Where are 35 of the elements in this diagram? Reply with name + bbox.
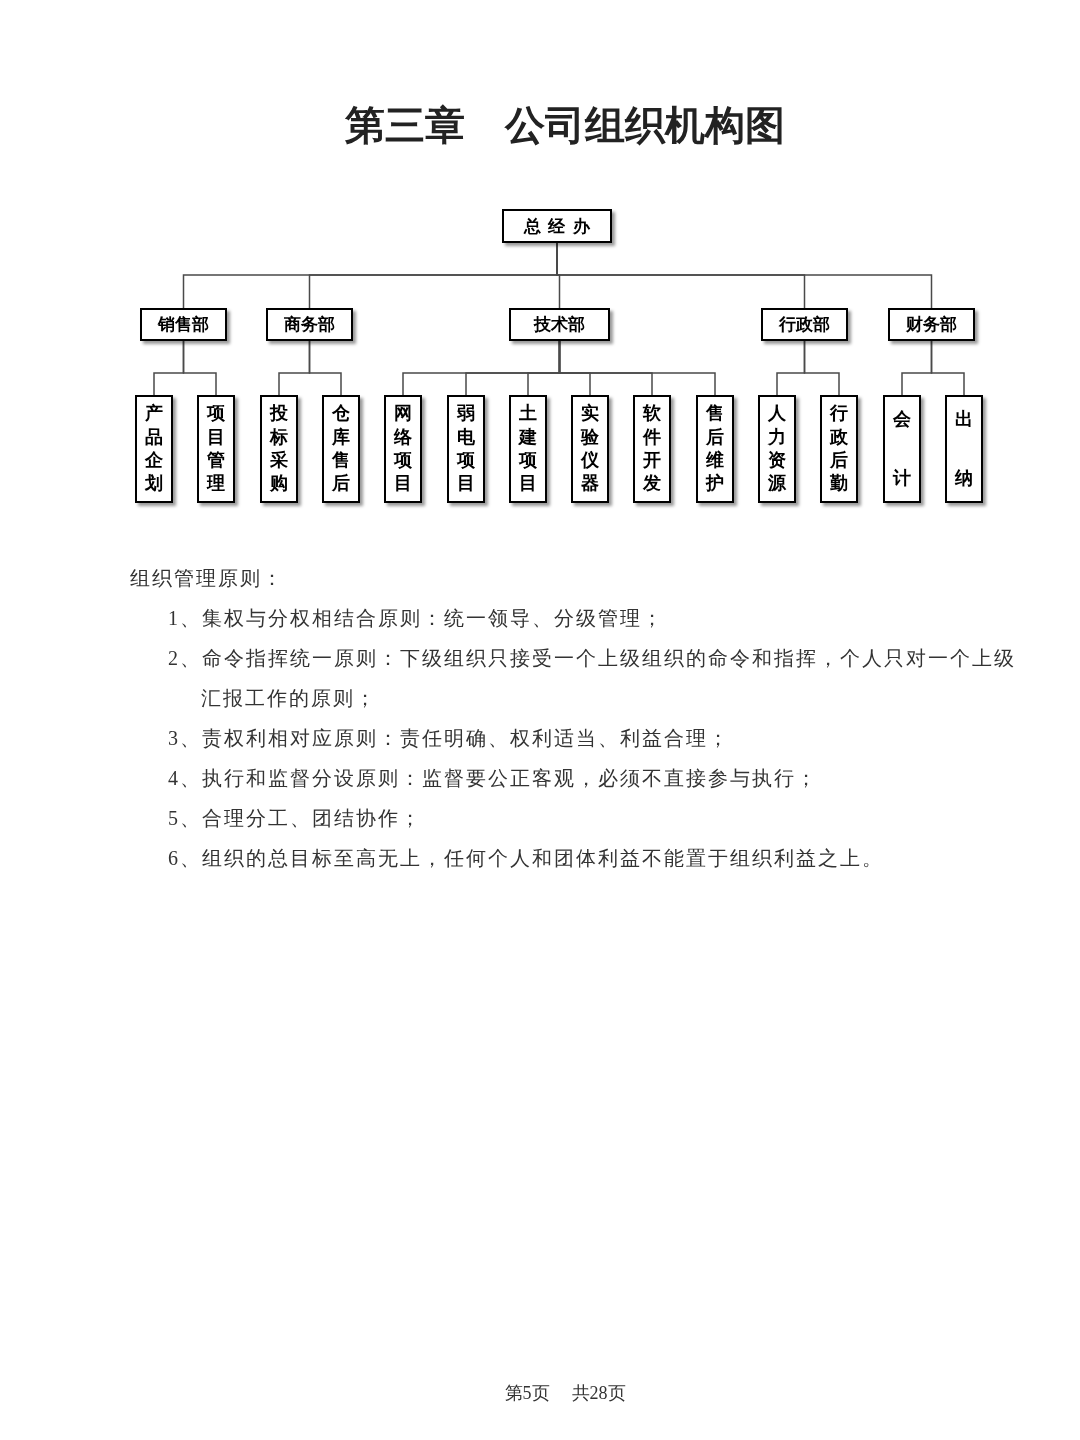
principle-item: 1、集权与分权相结合原则：统一领导、分级管理；	[168, 606, 665, 631]
page-number: 第5页	[504, 1382, 550, 1405]
connector-line	[930, 340, 965, 396]
unit-box: 人力资源	[758, 395, 796, 503]
unit-box: 项目管理	[197, 395, 235, 503]
unit-box: 网络项目	[384, 395, 422, 503]
principle-item: 2、命令指挥统一原则：下级组织只接受一个上级组织的命令和指挥，个人只对一个上级汇报工作的原则；	[168, 646, 1017, 711]
department-box: 行政部	[761, 308, 848, 341]
unit-box: 行政后勤	[820, 395, 858, 503]
department-box: 销售部	[140, 308, 227, 341]
department-box: 财务部	[888, 308, 975, 341]
unit-box: 会计	[883, 395, 921, 503]
principle-item: 4、执行和监督分设原则：监督要公正客观，必须不直接参与执行；	[168, 766, 819, 791]
connector-line	[558, 340, 716, 396]
page-title: 第三章 公司组织机构图	[344, 101, 786, 150]
connector-line	[308, 340, 342, 396]
unit-box: 弱电项目	[447, 395, 485, 503]
unit-box: 产品企划	[135, 395, 173, 503]
unit-box: 仓库售后	[322, 395, 360, 503]
connector-line	[182, 340, 217, 396]
unit-box: 实验仪器	[571, 395, 609, 503]
unit-box: 售后维护	[696, 395, 734, 503]
principle-item: 6、组织的总目标至高无上，任何个人和团体利益不能置于组织利益之上。	[168, 846, 885, 871]
unit-box: 土建项目	[509, 395, 547, 503]
section-heading: 组织管理原则：	[130, 566, 284, 591]
department-box: 商务部	[266, 308, 353, 341]
unit-box: 出纳	[945, 395, 983, 503]
principle-item: 3、责权利相对应原则：责任明确、权利适当、利益合理；	[168, 726, 731, 751]
page-number: 共28页	[571, 1382, 626, 1405]
executive-box: 总经办	[502, 209, 612, 243]
connector-line	[803, 340, 840, 396]
department-box: 技术部	[509, 308, 610, 341]
unit-box: 软件开发	[633, 395, 671, 503]
principle-item: 5、合理分工、团结协作；	[168, 806, 423, 831]
unit-box: 投标采购	[260, 395, 298, 503]
